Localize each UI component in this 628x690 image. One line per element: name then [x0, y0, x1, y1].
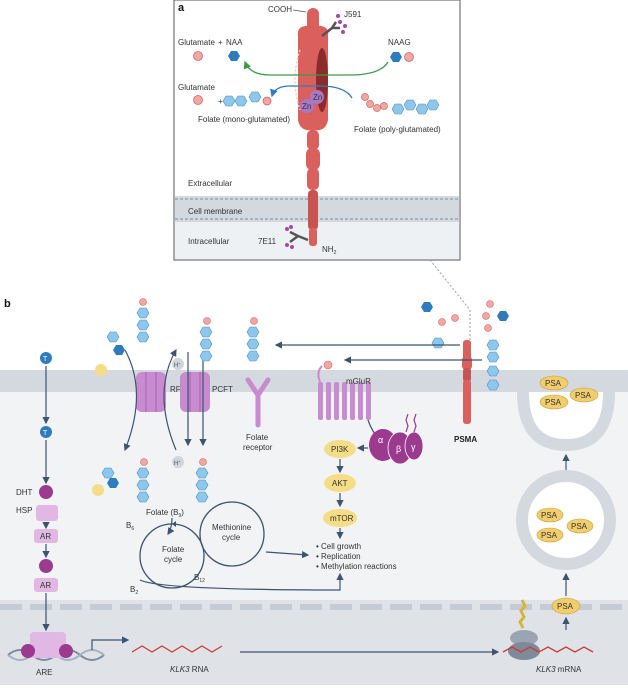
- pi3k-node: [324, 440, 356, 458]
- plus-sign: +: [218, 38, 223, 47]
- alpha-label: α: [378, 435, 383, 445]
- folate-b9-label: Folate (B9): [146, 508, 184, 519]
- testosterone-molecule: [40, 426, 52, 438]
- zn-label: Zn: [302, 102, 311, 111]
- j591-label: J591: [344, 10, 362, 19]
- panel-a: a Extracellular Cell membrane Intracellu…: [173, 0, 461, 261]
- psa-label: PSA: [571, 522, 588, 531]
- mtor-node: [323, 509, 357, 527]
- cell-membrane-label: Cell membrane: [188, 207, 243, 216]
- naag-label: NAAG: [388, 38, 411, 47]
- pcft-label: PCFT: [212, 385, 233, 394]
- intracellular-label: Intracellular: [188, 237, 230, 246]
- mglur-label: mGluR: [346, 377, 371, 386]
- zn-label: Zn: [313, 93, 322, 102]
- psa-label: PSA: [545, 379, 562, 388]
- cooh-label: COOH: [268, 5, 292, 14]
- folate-receptor-icon: [245, 377, 271, 428]
- zinc-ion: [310, 90, 324, 104]
- dht-molecule: [39, 485, 53, 499]
- secretory-vesicle: [516, 470, 616, 570]
- psa-label: PSA: [557, 602, 574, 611]
- folate-cycle-label: Folate: [162, 545, 185, 554]
- folate-cycle-label: cycle: [164, 555, 183, 564]
- folate-mono-molecule: [222, 91, 272, 107]
- psma-label: PSMA: [454, 435, 477, 444]
- naag-molecule: [390, 52, 402, 62]
- zinc-ion: [300, 99, 314, 113]
- folate-cleavage-arrow: [270, 85, 353, 99]
- glutamate-label: Glutamate: [178, 38, 215, 47]
- klk3-rna-label: KLK3 RNA: [170, 665, 209, 674]
- outcome-cell-growth: • Cell growth: [316, 542, 361, 551]
- psma-membrane-protein: [462, 340, 472, 424]
- t-label: T: [43, 430, 48, 437]
- mtor-label: mTOR: [330, 514, 354, 523]
- panel-b-label: b: [4, 298, 11, 310]
- extracellular-label: Extracellular: [188, 179, 232, 188]
- g-protein: [369, 413, 424, 465]
- t-label: T: [43, 356, 48, 363]
- b2-label: B2: [130, 585, 138, 596]
- akt-label: AKT: [332, 479, 348, 488]
- zoom-connector: [429, 259, 471, 340]
- ar-label: AR: [40, 581, 51, 590]
- glutamate-molecule: [193, 51, 203, 61]
- plus-sign: +: [218, 97, 223, 106]
- ar-receptor: [34, 529, 58, 543]
- folate-poly-label: Folate (poly-glutamated): [354, 125, 441, 134]
- j591-antibody-icon: [321, 14, 347, 37]
- naa-molecule: [228, 51, 240, 61]
- nh2-label: NH2: [322, 245, 337, 256]
- psa-label: PSA: [541, 511, 558, 520]
- panel-b: b T T DHT HSP AR AR: [0, 298, 628, 685]
- psa-label: PSA: [545, 398, 562, 407]
- klk3-mrna-label: KLK3 mRNA: [536, 665, 582, 674]
- mglur-receptor: [317, 365, 371, 420]
- dht-label: DHT: [16, 488, 33, 497]
- klk3-mrna: [502, 646, 594, 653]
- klk3-rna: [131, 645, 223, 653]
- plasma-membrane: [0, 370, 628, 392]
- methionine-cycle-label: Methionine: [212, 523, 252, 532]
- rfc1-transporter: [136, 372, 166, 412]
- folate-receptor-label: receptor: [243, 443, 273, 452]
- ar-label: AR: [40, 532, 51, 541]
- psa-label: PSA: [541, 531, 558, 540]
- gamma-label: γ: [411, 442, 416, 452]
- testosterone-molecule: [40, 352, 52, 364]
- ar-receptor: [34, 578, 58, 592]
- glutamate-label: Glutamate: [178, 83, 215, 92]
- b6-label: B6: [126, 521, 134, 532]
- pcft-transporter: [180, 372, 210, 412]
- pi3k-label: PI3K: [331, 445, 349, 454]
- b12-label: B12: [194, 573, 205, 584]
- ar-dimer: [30, 632, 66, 658]
- methionine-cycle-ring: [199, 501, 265, 567]
- psa-group: PSA: [551, 597, 581, 615]
- naa-label: NAA: [226, 38, 243, 47]
- folate-receptor-label: Folate: [246, 433, 269, 442]
- hsp-complex: [36, 505, 58, 521]
- h-plus-label: H+: [174, 459, 181, 467]
- are-label: ARE: [36, 668, 52, 677]
- methionine-cycle-label: cycle: [222, 533, 241, 542]
- 7e11-antibody-icon: [285, 225, 309, 249]
- panel-a-label: a: [178, 2, 185, 14]
- outcome-methylation: • Methylation reactions: [316, 562, 397, 571]
- psa-label: PSA: [575, 391, 592, 400]
- outcome-replication: • Replication: [316, 552, 361, 561]
- h-plus-label: H+: [174, 361, 181, 369]
- beta-label: β: [396, 444, 401, 454]
- folate-poly-molecule: [361, 93, 440, 115]
- naag-cleavage-arrow: [243, 60, 389, 76]
- akt-node: [324, 474, 356, 492]
- folate-mono-label: Folate (mono-glutamated): [198, 115, 290, 124]
- hsp-label: HSP: [16, 506, 32, 515]
- 7e11-label: 7E11: [258, 237, 277, 246]
